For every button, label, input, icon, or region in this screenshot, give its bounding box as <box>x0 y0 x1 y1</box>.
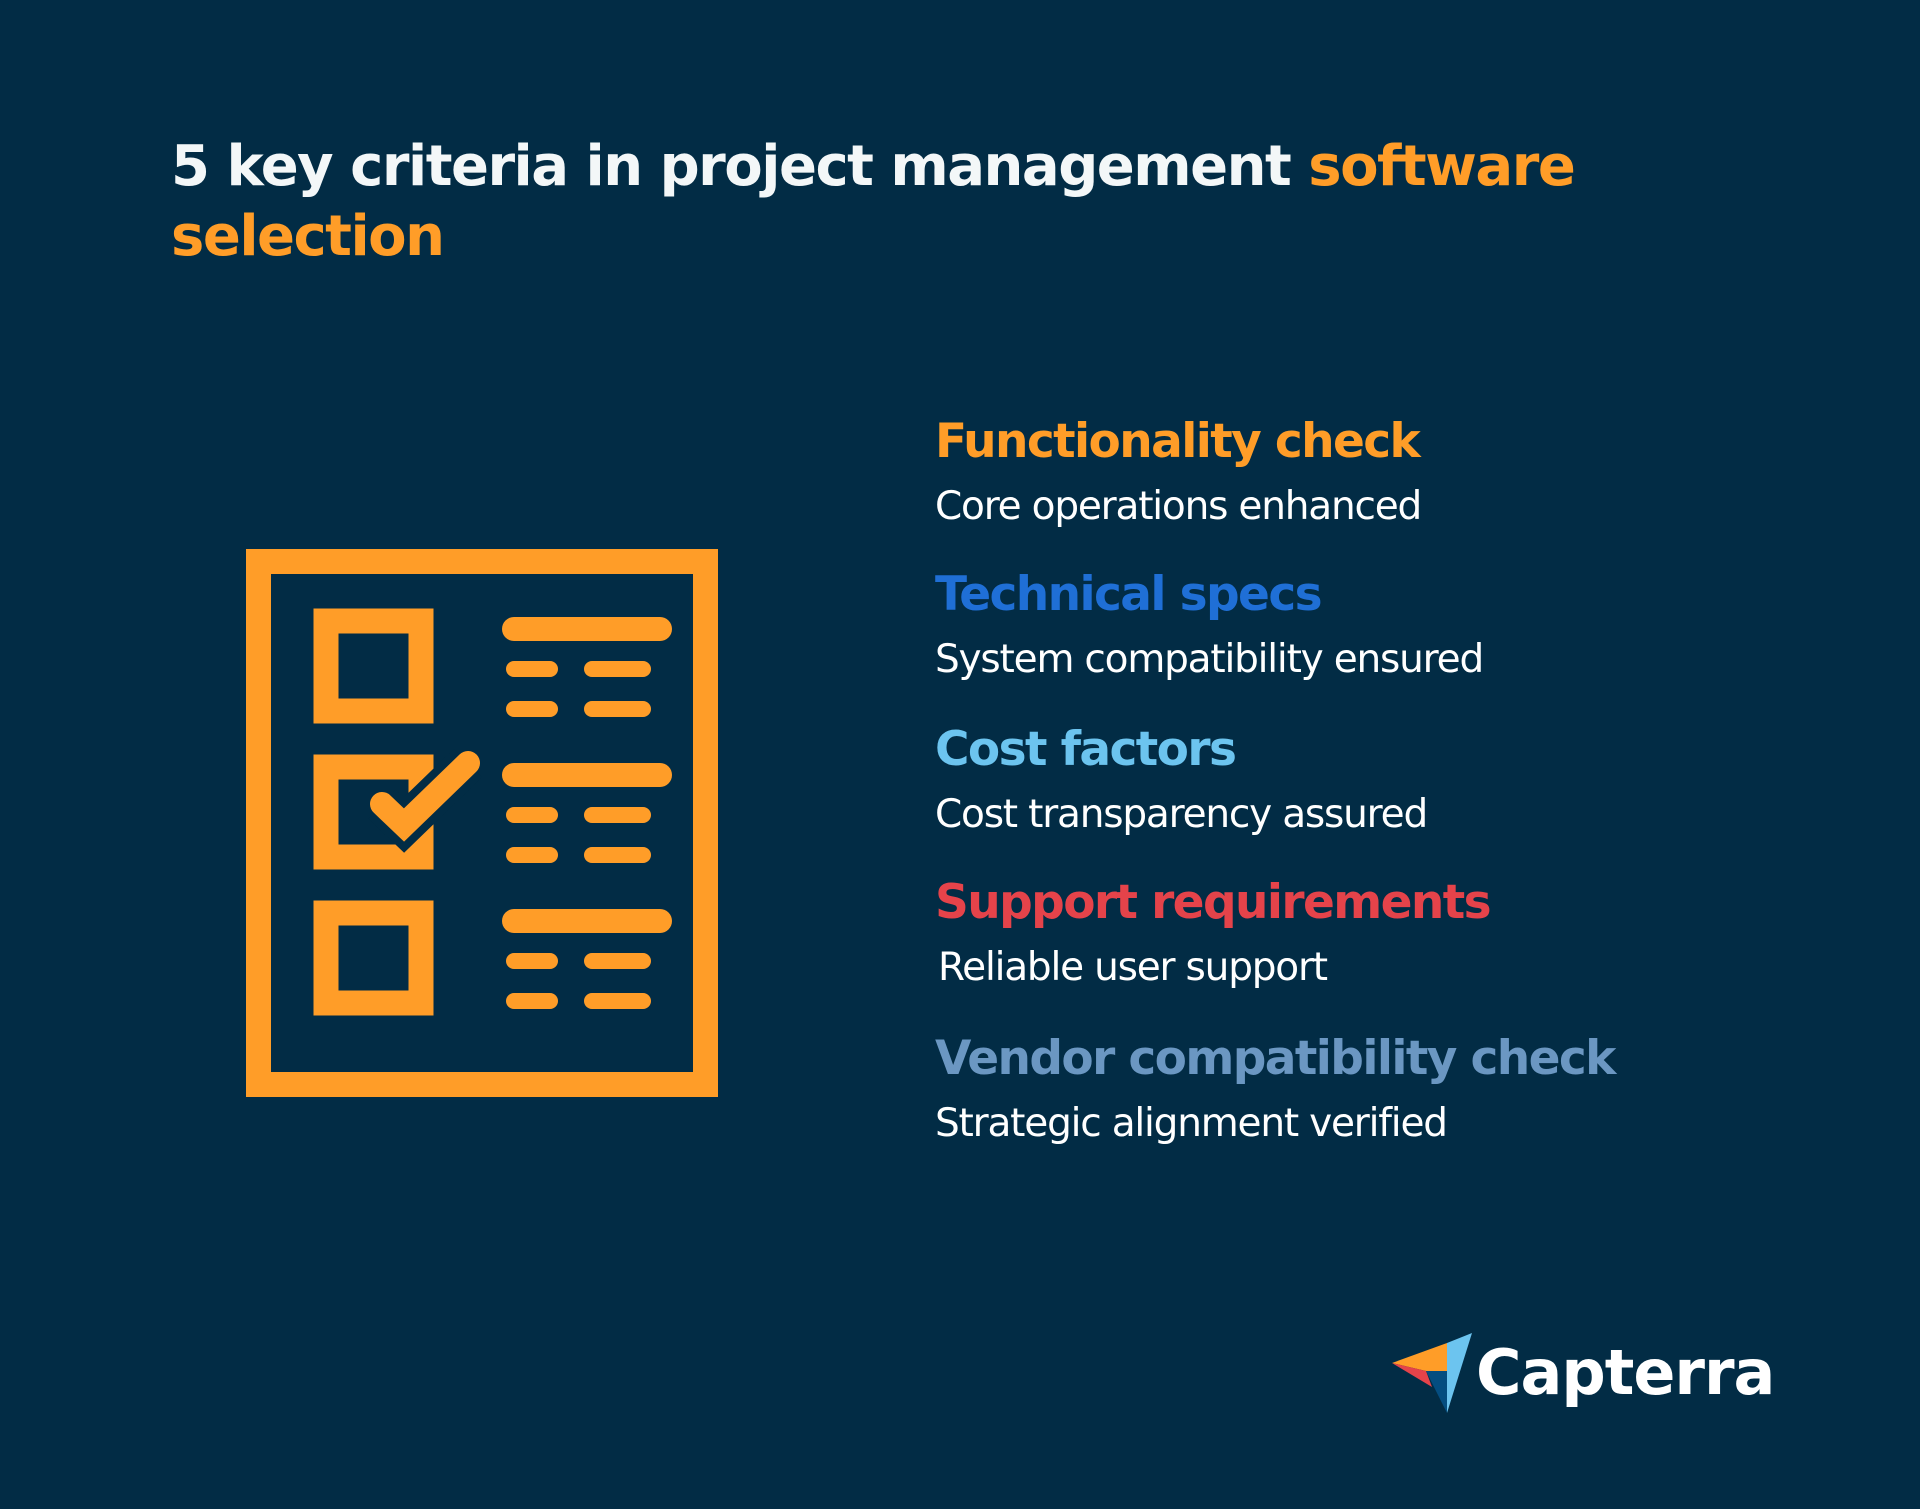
criterion-description: Cost transparency assured <box>935 792 1428 837</box>
criteria-list: Functionality check Core operations enha… <box>935 410 1835 1180</box>
criterion-description: System compatibility ensured <box>935 637 1484 682</box>
criterion-description: Strategic alignment verified <box>935 1101 1448 1146</box>
title-accent-text: software <box>1308 134 1576 199</box>
criterion-heading: Functionality check <box>935 414 1421 469</box>
capterra-logo: Capterra <box>1391 1328 1775 1418</box>
criterion-heading: Cost factors <box>935 722 1237 777</box>
logo-text: Capterra <box>1476 1336 1775 1409</box>
page-title: 5 key criteria in project management sof… <box>171 132 1671 272</box>
criterion-description: Reliable user support <box>938 945 1328 990</box>
criterion-cost: Cost factors Cost transparency assured <box>935 718 1835 871</box>
criterion-heading: Support requirements <box>935 875 1492 930</box>
checklist-icon <box>246 549 718 1097</box>
criterion-heading: Technical specs <box>935 567 1323 622</box>
criterion-heading: Vendor compatibility check <box>935 1031 1616 1086</box>
title-main-text: 5 key criteria in project management <box>171 134 1309 199</box>
criterion-technical: Technical specs System compatibility ens… <box>935 563 1835 718</box>
criterion-vendor: Vendor compatibility check Strategic ali… <box>935 1027 1835 1180</box>
capterra-arrow-icon <box>1392 1333 1472 1413</box>
criterion-support: Support requirements Reliable user suppo… <box>935 871 1835 1027</box>
criterion-description: Core operations enhanced <box>935 484 1422 529</box>
criterion-functionality: Functionality check Core operations enha… <box>935 410 1835 563</box>
title-accent-text-line2: selection <box>171 204 445 269</box>
